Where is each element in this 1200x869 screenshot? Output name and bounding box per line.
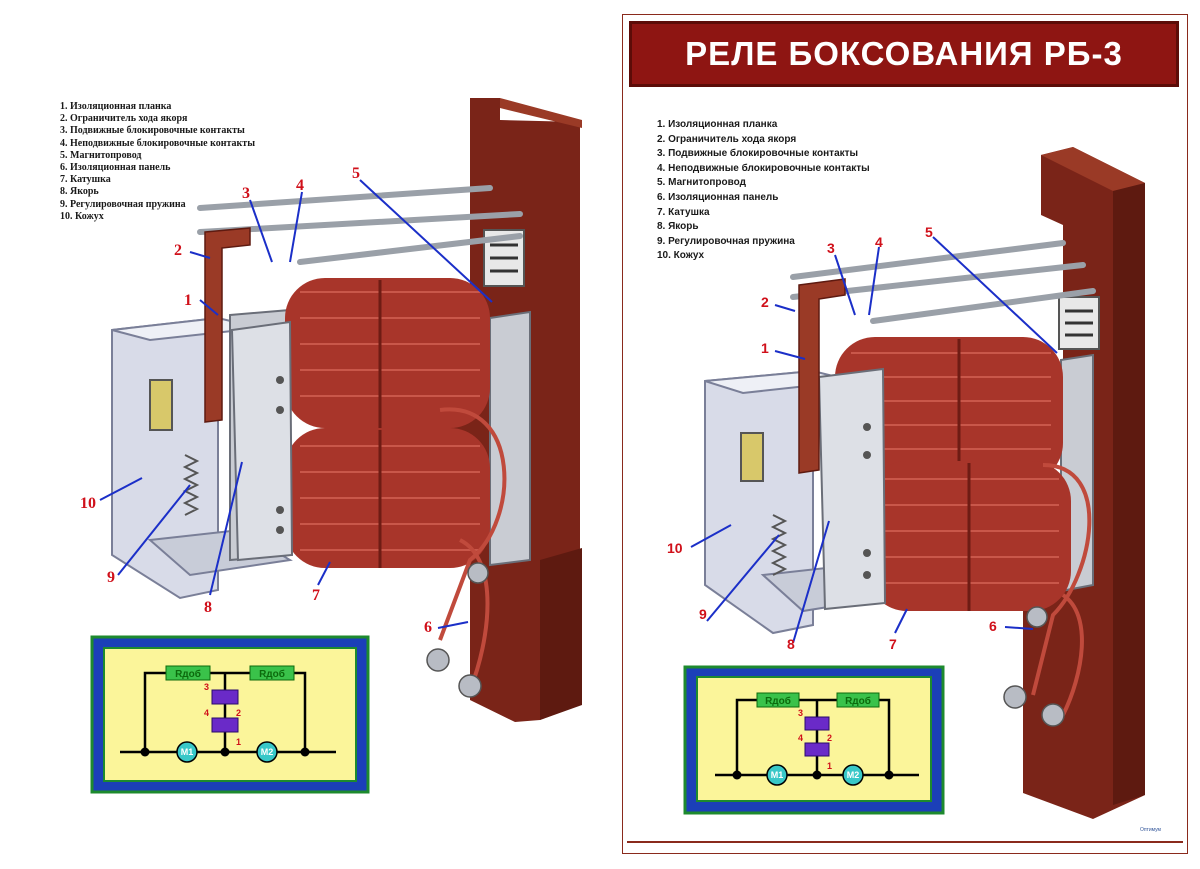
legend-item: 1. Изоляционная планка (60, 101, 172, 112)
callout-4: 4 (296, 177, 304, 194)
bottom-rule (627, 841, 1183, 843)
legend-item: 3. Подвижные блокировочные контакты (60, 125, 245, 137)
insulating-bar (204, 227, 251, 423)
legend-item: 4. Неподвижные блокировочные контакты (657, 162, 870, 174)
pin-1: 1 (827, 761, 832, 771)
legend-item: 6. Изоляционная панель (657, 191, 779, 203)
legend-item: 4. Неподвижные блокировочные контакты (60, 137, 255, 149)
adjusting-spring (149, 379, 200, 516)
rods (197, 185, 523, 265)
callout-9: 9 (107, 569, 115, 586)
terminal-nuts (1003, 606, 1065, 727)
callout-9: 9 (699, 606, 707, 622)
resistor-left-label: Rдоб (765, 695, 791, 707)
resistor-right-label: Rдоб (845, 695, 871, 707)
coil-lower (867, 461, 1071, 611)
legend-item: 9. Регулировочная пружина (60, 198, 186, 210)
right-poster: РЕЛЕ БОКСОВАНИЯ РБ-3 1. Изоляционная пла… (622, 14, 1188, 854)
pin-2: 2 (827, 733, 832, 743)
legend-list-left: 1. Изоляционная планка 2. Ограничитель х… (60, 101, 255, 223)
callout-1: 1 (761, 340, 769, 356)
motor-2-label: M2 (261, 747, 274, 757)
callout-5: 5 (925, 224, 933, 240)
legend-item: 2. Ограничитель хода якоря (657, 133, 797, 145)
pin-1: 1 (236, 737, 241, 747)
resistor-right-label: Rдоб (259, 668, 285, 680)
legend-item: 8. Якорь (657, 221, 699, 233)
callout-6: 6 (989, 618, 997, 634)
resistor-left-label: Rдоб (175, 668, 201, 680)
legend-item: 8. Якорь (60, 186, 99, 198)
callout-10: 10 (80, 495, 96, 512)
armature (230, 320, 294, 562)
poster-title: РЕЛЕ БОКСОВАНИЯ РБ-3 (685, 35, 1123, 72)
legend-item: 5. Магнитопровод (60, 149, 142, 161)
callout-1: 1 (184, 292, 192, 309)
pin-4: 4 (798, 733, 803, 743)
callout-5: 5 (352, 165, 360, 182)
callout-numbers: 1 2 3 4 5 6 7 8 9 10 (80, 165, 432, 636)
motor-2-label: M2 (847, 770, 860, 780)
callout-3: 3 (827, 240, 835, 256)
callout-8: 8 (204, 599, 212, 616)
pin-2: 2 (236, 708, 241, 718)
pin-3: 3 (204, 682, 209, 692)
adjusting-spring (740, 432, 788, 576)
legend-item: 5. Магнитопровод (657, 177, 746, 189)
pin-4: 4 (204, 708, 209, 718)
callout-10: 10 (667, 540, 683, 556)
callout-numbers: 1 2 3 4 5 6 7 8 9 10 (667, 224, 997, 652)
callout-7: 7 (889, 636, 897, 652)
armature (817, 367, 887, 611)
legend-item: 7. Катушка (60, 174, 111, 186)
callout-2: 2 (761, 294, 769, 310)
title-banner: РЕЛЕ БОКСОВАНИЯ РБ-3 (629, 21, 1179, 87)
legend-item: 1. Изоляционная планка (657, 119, 778, 130)
callout-8: 8 (787, 636, 795, 652)
motor-1-label: M1 (181, 747, 194, 757)
callout-6: 6 (424, 619, 432, 636)
pin-3: 3 (798, 708, 803, 718)
legend-item: 10. Кожух (60, 210, 104, 222)
callout-2: 2 (174, 242, 182, 259)
legend-list-right: 1. Изоляционная планка 2. Ограничитель х… (657, 118, 870, 264)
relay-illustration-right: 1 2 3 4 5 6 7 8 9 10 Rдоб Rдоб (667, 147, 1145, 819)
insulating-bar (798, 278, 846, 474)
legend-item: 6. Изоляционная панель (60, 162, 171, 174)
circuit-schematic-left: Rдоб Rдоб 3 4 2 1 M1 M2 (90, 635, 370, 794)
motor-1-label: M1 (771, 770, 784, 780)
legend-item: 2. Ограничитель хода якоря (60, 113, 188, 125)
circuit-schematic-right: Rдоб Rдоб 3 4 2 1 M1 M2 (683, 665, 945, 815)
coil-upper (285, 278, 490, 428)
callout-leaders (99, 179, 493, 629)
relay-illustration-left: 1 2 3 4 5 6 7 8 9 10 Rдоб Rдоб 3 4 2 1 (80, 98, 582, 794)
legend-item: 3. Подвижные блокировочные контакты (657, 148, 859, 160)
callout-3: 3 (242, 185, 250, 202)
legend-item: 7. Катушка (657, 206, 710, 218)
callout-7: 7 (312, 587, 320, 604)
legend-item: 9. Регулировочная пружина (657, 235, 795, 247)
publisher-mark: Оптимум (1139, 827, 1161, 833)
callout-leaders (690, 236, 1058, 644)
coil-leads (438, 407, 507, 691)
coil-upper (835, 337, 1063, 483)
terminal-nuts (426, 562, 489, 698)
legend-item: 10. Кожух (657, 250, 705, 262)
callout-4: 4 (875, 234, 883, 250)
coil-lower (285, 428, 490, 568)
coil-leads (1031, 463, 1092, 716)
